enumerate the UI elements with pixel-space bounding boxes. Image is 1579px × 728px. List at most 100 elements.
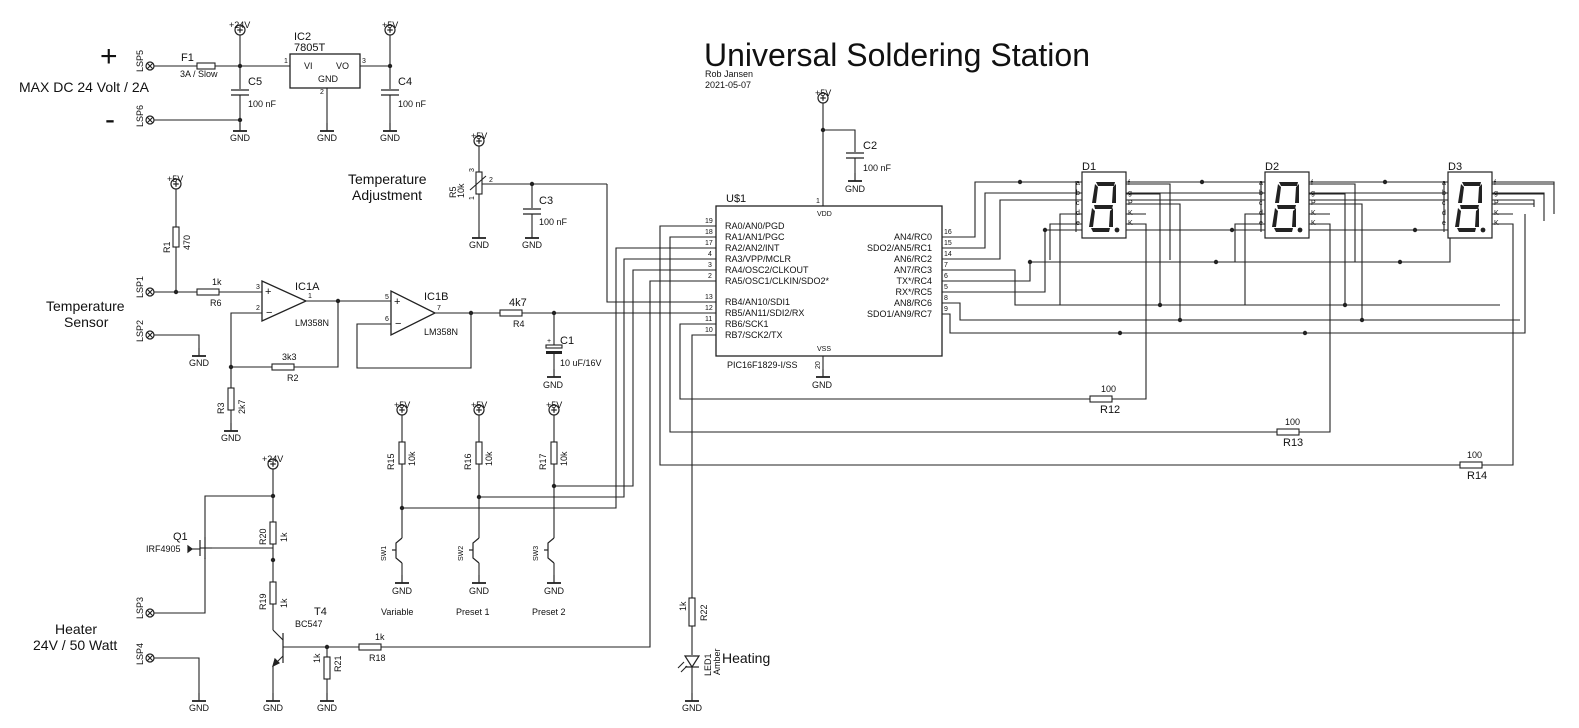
lsp4-terminal [145, 653, 155, 663]
vcc-5v-r1-label: +5V [167, 174, 183, 184]
author: Rob Jansen [705, 69, 753, 79]
ic1b-pin6: 6 [385, 316, 389, 323]
r18-name: R18 [369, 653, 386, 663]
gnd-r3-label: GND [221, 433, 242, 443]
mcu-right-pin-name: AN6/RC2 [894, 254, 932, 264]
resistor-r6 [196, 288, 220, 296]
r5-pin3: 3 [469, 168, 476, 172]
fuse-f1-name: F1 [181, 52, 194, 64]
led-heating-label: Heating [722, 650, 770, 666]
ic2-name: IC2 [294, 31, 311, 43]
c4-name: C4 [398, 76, 412, 88]
gnd-lsp4-label: GND [189, 703, 210, 713]
mcu-left-pin-num: 10 [705, 327, 713, 334]
mcu-left-pin-name: RA0/AN0/PGD [725, 221, 785, 231]
r5-value: 10k [456, 183, 466, 198]
mcu-right-pin-name: AN8/RC6 [894, 298, 932, 308]
r19-name: R19 [258, 593, 268, 610]
gnd-lsp2 [191, 347, 207, 357]
gnd-r3 [223, 422, 239, 432]
d3-pin-label: a [1442, 180, 1446, 187]
gnd-sw1 [394, 574, 410, 584]
svg-text:+: + [547, 338, 551, 345]
d3-pin-label: c [1442, 200, 1446, 207]
resistor-r1 [172, 226, 180, 248]
ic2-vo: VO [336, 61, 349, 71]
gnd-c1 [546, 368, 562, 378]
gnd-lsp2-label: GND [189, 358, 210, 368]
mcu-left-pin-name: RB7/SCK2/TX [725, 330, 783, 340]
lsp1-label: LSP1 [135, 276, 145, 298]
ic1b-pin7: 7 [437, 305, 441, 312]
gnd-r21-label: GND [317, 703, 338, 713]
c2-value: 100 nF [863, 163, 892, 173]
r22-value: 1k [678, 601, 688, 611]
power-supply: + - MAX DC 24 Volt / 2A LSP5 LSP6 F1 3A … [19, 20, 427, 143]
display-d1: D1 a b c d e f g P K K [1049, 161, 1181, 320]
temperature-adjustment: Temperature Adjustment +5V R5 10k 3 1 2 … [348, 131, 716, 303]
gnd-t4-label: GND [263, 703, 284, 713]
lsp1-terminal [145, 287, 155, 297]
gnd-c1-label: GND [543, 380, 564, 390]
r16-name: R16 [463, 453, 473, 470]
vcc-5v-r16-label: +5V [471, 400, 487, 410]
r15-name: R15 [386, 453, 396, 470]
r4-value: 4k7 [509, 297, 527, 309]
r13-value: 100 [1285, 417, 1300, 427]
adjust-label-2: Adjustment [352, 187, 422, 203]
mcu-vss: VSS [817, 346, 831, 353]
mcu-pin-vdd: 1 [816, 198, 820, 205]
r5-name: R5 [448, 186, 458, 198]
gnd-mcu [815, 368, 831, 378]
ic1a-pin3: 3 [256, 284, 260, 291]
ic1b-name: IC1B [424, 291, 448, 303]
microcontroller: U$1 PIC16F1829-I/SS VDD VSS 1 20 +5V C2 … [705, 88, 952, 390]
r12-name: R12 [1100, 404, 1120, 416]
resistor-r20 [269, 521, 277, 545]
gnd-r5 [471, 229, 487, 239]
mcu-left-pin-name: RB4/AN10/SDI1 [725, 297, 790, 307]
resistor-r2 [271, 363, 295, 371]
gnd-sw3 [546, 574, 562, 584]
mcu-right-pin-num: 9 [944, 306, 948, 313]
mcu-pin-vss: 20 [815, 361, 822, 369]
resistor-r17 [550, 441, 558, 465]
ic2-vi: VI [304, 61, 313, 71]
ic1a-name: IC1A [295, 281, 320, 293]
vcc-5v-r17-label: +5V [546, 400, 562, 410]
mcu-left-pin-name: RB6/SCK1 [725, 319, 769, 329]
vcc-5v-r5-label: +5V [471, 131, 487, 141]
r20-value: 1k [279, 532, 289, 542]
heater-label-1: Heater [55, 621, 97, 637]
sensor-amplifier: Temperature Sensor LSP1 LSP2 GND +5V R1 … [46, 174, 716, 443]
resistor-r22 [688, 597, 696, 627]
lsp5-terminal [145, 61, 155, 71]
vcc-5v-mcu-label: +5V [815, 88, 831, 98]
r6-value: 1k [212, 277, 222, 287]
r1-name: R1 [162, 241, 172, 253]
ic1a-plus: + [265, 286, 271, 298]
r20-name: R20 [258, 528, 268, 545]
d2-pin-label: c [1259, 200, 1263, 207]
d3-pin-label: b [1442, 190, 1446, 197]
digit-resistors: 100 R12 100 R13 100 R14 [1089, 229, 1514, 482]
mcu-left-pin-name: RA1/AN1/PGC [725, 232, 785, 242]
r17-name: R17 [538, 453, 548, 470]
mcu-right-pin-name: TX*/RC4 [896, 276, 932, 286]
mcu-left-pin-name: RA2/AN2/INT [725, 243, 780, 253]
gnd-c3 [524, 229, 540, 239]
mcu-right-pin-num: 5 [944, 284, 948, 291]
gnd-t4 [265, 692, 281, 702]
vcc-5v-reg-label: +5V [382, 20, 398, 30]
c3-name: C3 [539, 195, 553, 207]
lsp4-label: LSP4 [135, 643, 145, 665]
fuse-f1-value: 3A / Slow [180, 69, 218, 79]
r3-value: 2k7 [237, 399, 247, 414]
button-preset2-label: Preset 2 [532, 607, 566, 617]
heater-driver: Heater 24V / 50 Watt LSP3 LSP4 GND +24V … [33, 454, 650, 713]
d2-pin-label: a [1259, 180, 1263, 187]
lsp3-label: LSP3 [135, 597, 145, 619]
d1-pin-label: a [1076, 180, 1080, 187]
mosfet-q1 [187, 537, 273, 559]
